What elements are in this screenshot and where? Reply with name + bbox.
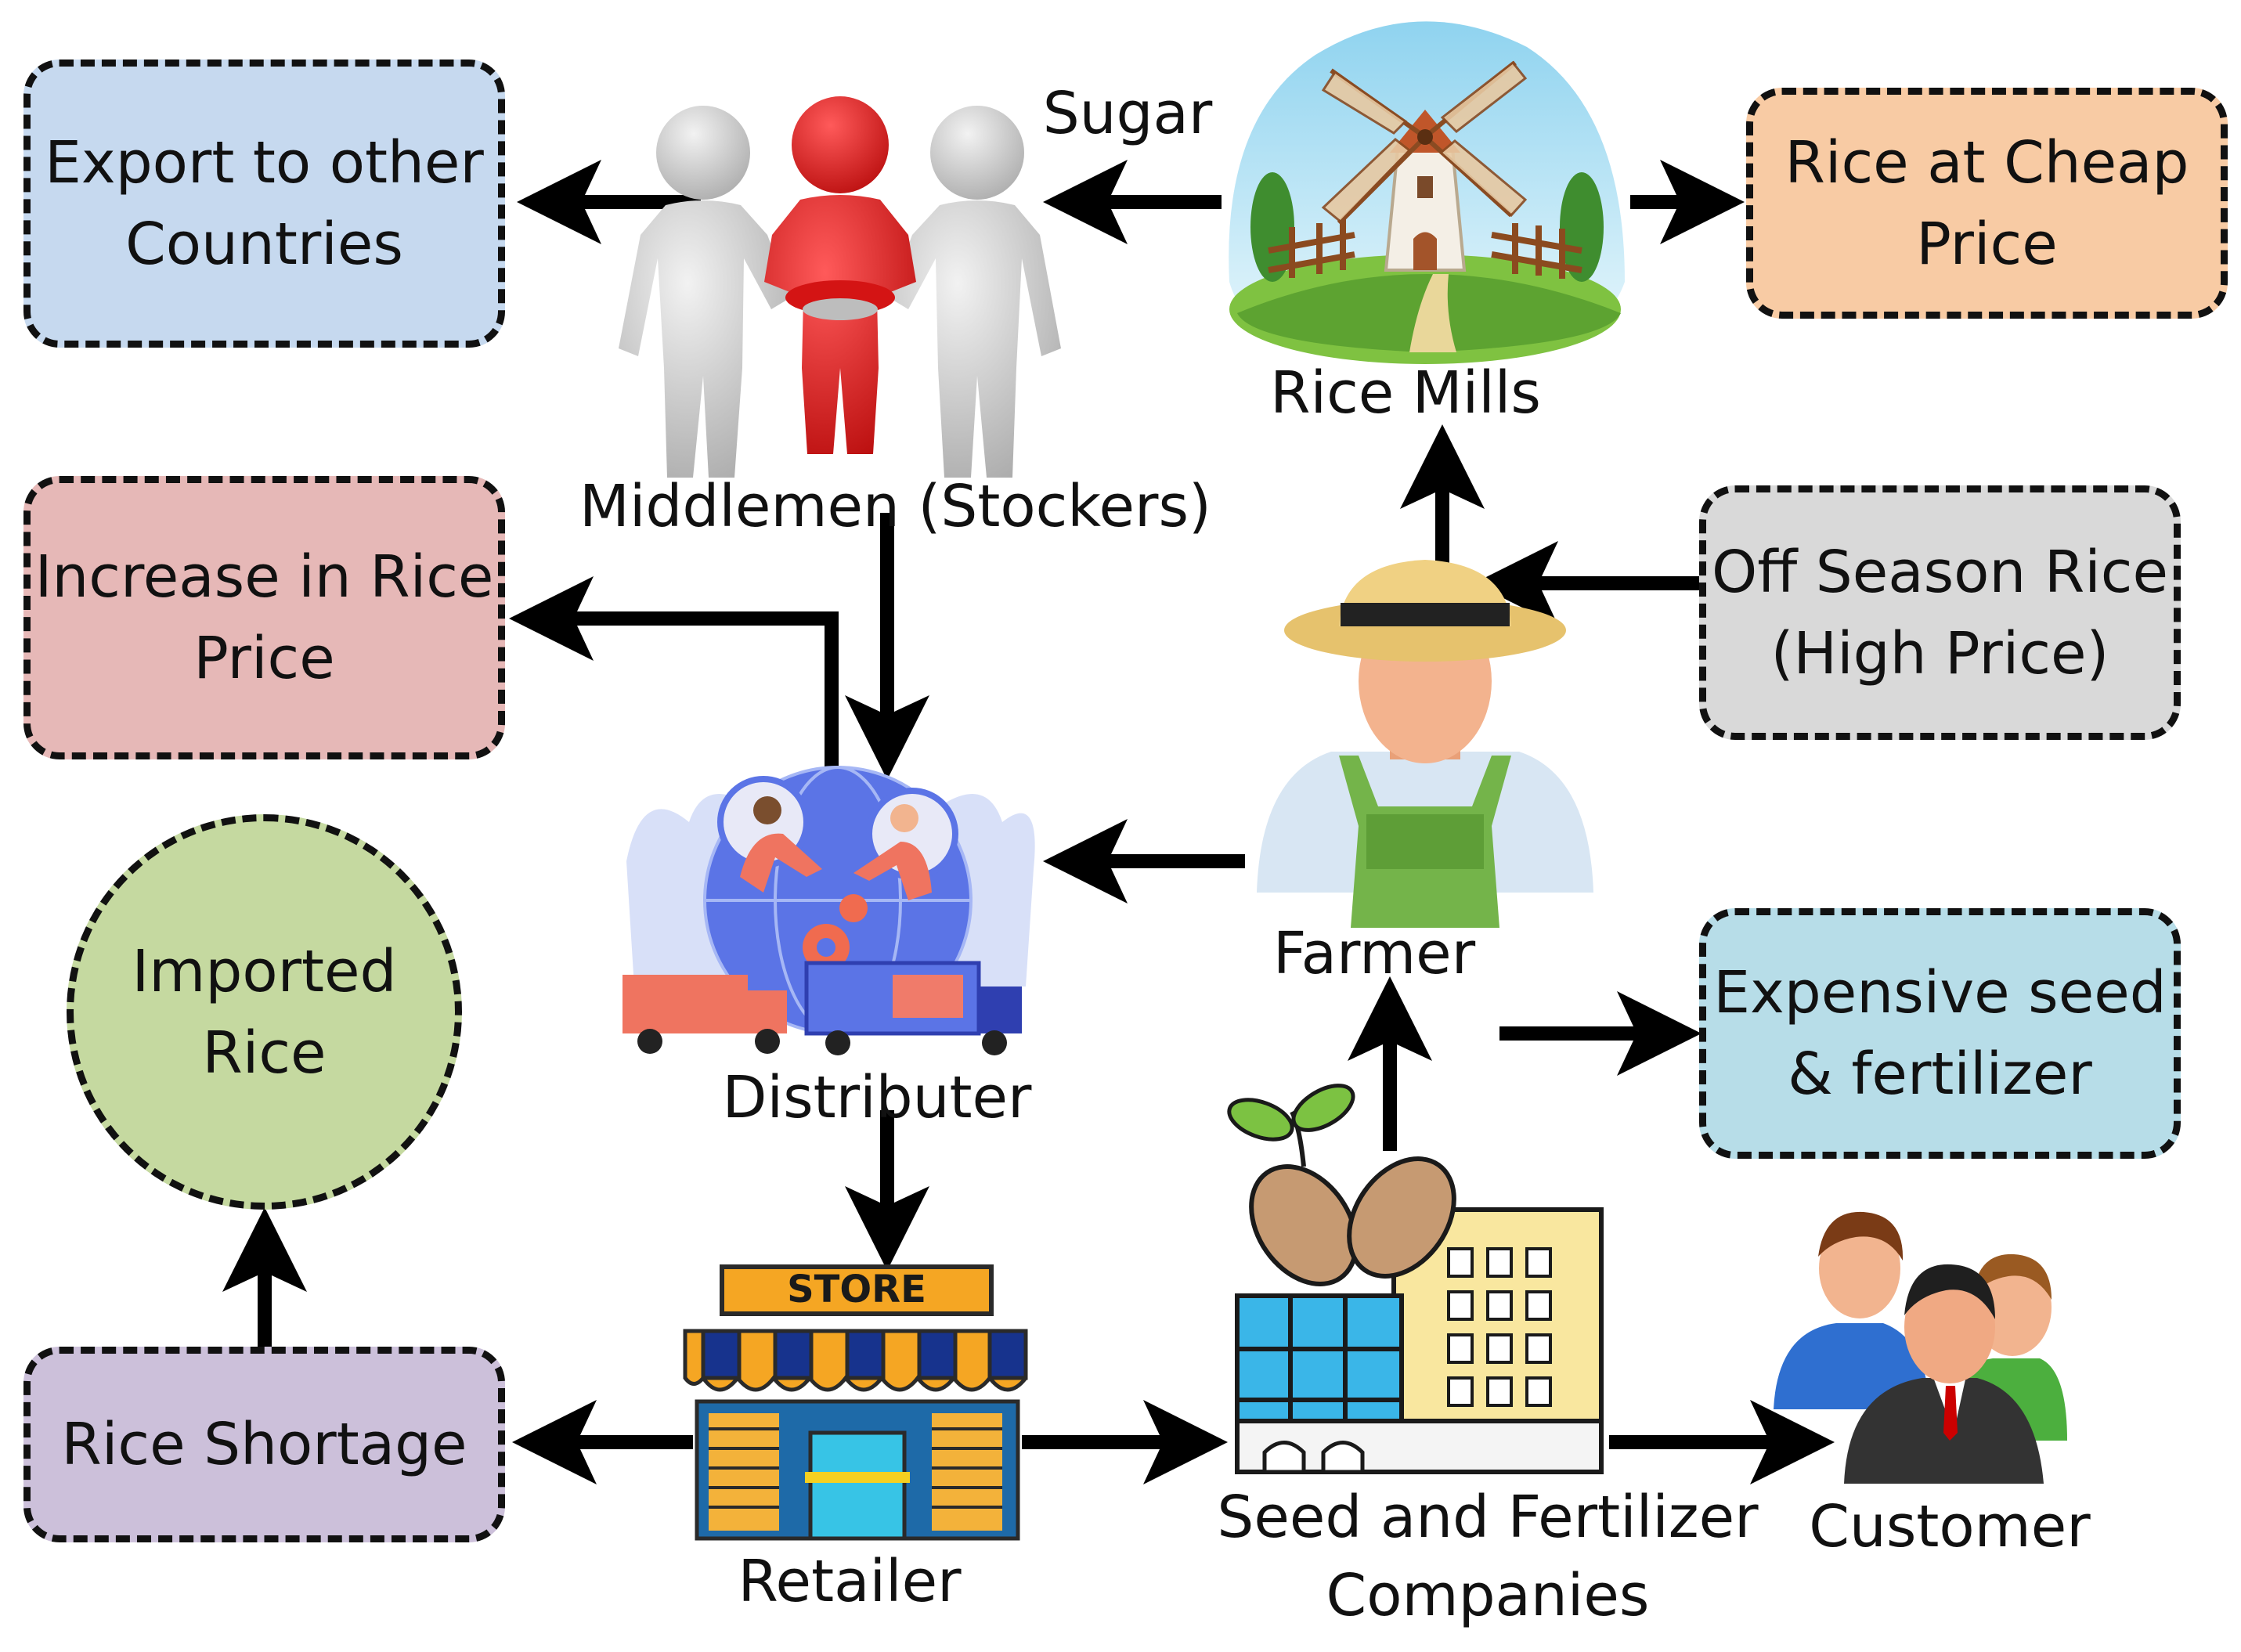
store-sign-text: STORE <box>787 1268 926 1311</box>
distributer-logistics-icon <box>622 766 1035 1055</box>
cheap-box-line2: Price <box>1916 210 2058 278</box>
rice-shortage-box: Rice Shortage <box>23 1347 505 1542</box>
seed-fertilizer-label: Seed and Fertilizer Companies <box>1214 1478 1762 1635</box>
increase-in-rice-price-box: Increase in Rice Price <box>23 476 505 759</box>
middlemen-label: Middlemen (Stockers) <box>579 473 1211 540</box>
retailer-store-icon <box>683 1264 1028 1541</box>
export-to-other-countries-box: Export to other Countries <box>23 60 505 348</box>
offseason-box-line2: (High Price) <box>1770 619 2109 687</box>
sugar-label: Sugar <box>1042 80 1213 147</box>
shortage-box-text: Rice Shortage <box>61 1411 467 1478</box>
export-box-line1: Export to other <box>45 129 484 197</box>
rice-at-cheap-price-box: Rice at Cheap Price <box>1746 88 2228 319</box>
cheap-box-line1: Rice at Cheap <box>1784 128 2189 197</box>
distributer-label: Distributer <box>722 1064 1032 1131</box>
expensive-seed-fertilizer-box: Expensive seed & fertilizer <box>1699 908 2181 1159</box>
increase-box-line1: Increase in Rice <box>34 543 494 611</box>
imported-rice-circle: Imported Rice <box>67 814 462 1210</box>
customer-group-icon <box>1774 1211 2067 1484</box>
seed-label-line1: Seed and Fertilizer <box>1217 1484 1759 1551</box>
middlemen-handshake-icon <box>619 96 1061 478</box>
offseason-box-line1: Off Season Rice <box>1711 538 2169 606</box>
increase-box-line2: Price <box>193 625 335 692</box>
expensive-box-line1: Expensive seed <box>1713 959 2167 1026</box>
off-season-rice-box: Off Season Rice (High Price) <box>1699 485 2181 740</box>
farmer-label: Farmer <box>1272 920 1476 987</box>
rice-mills-windmill-icon <box>1229 21 1625 364</box>
arrow-distributer-to-increase <box>509 576 839 787</box>
imported-line1: Imported <box>132 937 397 1005</box>
farmer-icon <box>1257 560 1593 928</box>
seed-fertilizer-companies-icon <box>1227 1084 1604 1474</box>
export-box-line2: Countries <box>125 211 403 278</box>
expensive-box-line2: & fertilizer <box>1788 1041 2092 1108</box>
imported-line2: Rice <box>202 1019 327 1087</box>
customer-label: Customer <box>1809 1493 2091 1560</box>
seed-label-line2: Companies <box>1326 1562 1650 1629</box>
rice-mills-label: Rice Mills <box>1270 359 1541 427</box>
arrows <box>222 160 1835 1484</box>
retailer-label: Retailer <box>738 1548 962 1615</box>
